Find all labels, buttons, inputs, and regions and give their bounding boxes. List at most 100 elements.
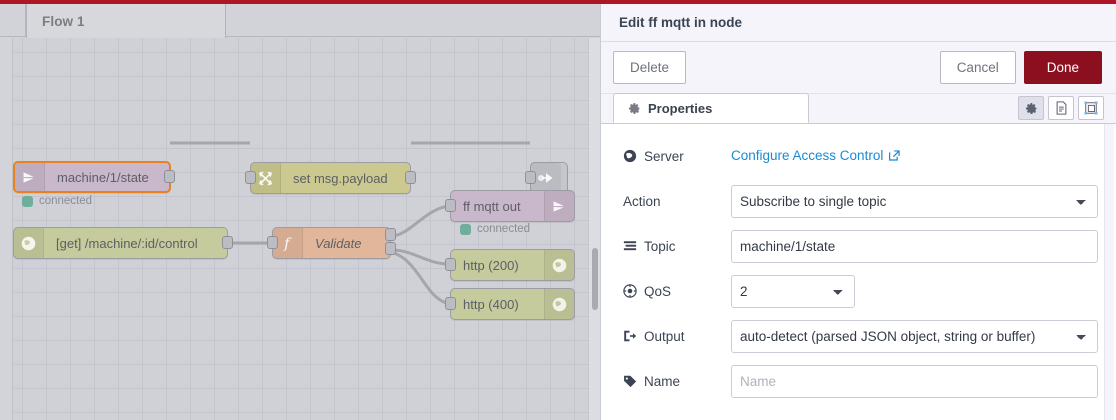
node-label: ff mqtt out [463, 198, 521, 214]
flow-canvas[interactable]: machine/1/state connected [0, 38, 600, 420]
node-label: Validate [315, 235, 362, 251]
svg-text:f: f [283, 236, 292, 252]
node-input-port[interactable] [445, 258, 456, 271]
panel-tab-strip: Properties [601, 93, 1116, 124]
mqtt-icon [15, 163, 45, 191]
globe-icon [544, 289, 574, 319]
topic-label-group: Topic [623, 239, 731, 254]
node-output-port[interactable] [222, 236, 233, 249]
tag-icon [623, 374, 637, 388]
form-row-action: Action Subscribe to single topic [623, 183, 1098, 219]
appearance-icon-button[interactable] [1078, 96, 1104, 120]
node-label: machine/1/state [57, 169, 149, 185]
name-input[interactable] [731, 364, 1098, 398]
form-row-server: Server Configure Access Control [623, 138, 1098, 174]
action-label-group: Action [623, 194, 731, 209]
function-icon: f [273, 228, 303, 258]
link-out-icon [531, 163, 561, 193]
panel-scrollbar[interactable] [1104, 124, 1114, 420]
properties-form: Server Configure Access Control [601, 124, 1116, 420]
node-function[interactable]: f Validate [267, 227, 396, 259]
node-link-out[interactable] [525, 162, 568, 194]
output-label: Output [644, 328, 685, 344]
node-http-response-400[interactable]: http (400) [445, 288, 575, 320]
output-select[interactable]: auto-detect (parsed JSON object, string … [731, 319, 1098, 353]
node-input-port[interactable] [267, 236, 278, 249]
flow-tab-label: Flow 1 [42, 13, 85, 29]
node-output-port[interactable] [405, 171, 416, 184]
workspace-scrollbar-thumb[interactable] [592, 248, 598, 310]
form-row-qos: QoS 2 [623, 273, 1098, 309]
node-input-port[interactable] [245, 171, 256, 184]
mqtt-icon [544, 191, 574, 221]
node-label: http (400) [463, 296, 519, 312]
topic-input[interactable] [731, 229, 1098, 263]
node-label: set msg.payload [293, 170, 388, 186]
flow-tab-flow-1[interactable]: Flow 1 [26, 4, 226, 38]
output-control: auto-detect (parsed JSON object, string … [731, 319, 1098, 353]
globe-icon [623, 149, 637, 163]
qos-icon [623, 284, 637, 298]
node-output-port-2[interactable] [385, 242, 396, 255]
output-label-group: Output [623, 329, 731, 344]
node-input-port[interactable] [525, 171, 536, 184]
node-label: http (200) [463, 257, 519, 273]
configure-access-control-link[interactable]: Configure Access Control [731, 148, 901, 163]
done-button[interactable]: Done [1023, 51, 1102, 84]
flow-tab-bar: Flow 1 [0, 4, 600, 38]
name-label-group: Name [623, 374, 731, 389]
node-output-port-1[interactable] [385, 228, 396, 241]
panel-tool-buttons [1018, 96, 1104, 120]
description-icon [1055, 101, 1068, 115]
node-edit-panel: Edit ff mqtt in node Delete Cancel Done … [600, 4, 1116, 420]
link-label: Configure Access Control [731, 148, 884, 163]
node-label: [get] /machine/:id/control [56, 235, 198, 251]
action-select[interactable]: Subscribe to single topic [731, 184, 1098, 218]
tab-properties[interactable]: Properties [613, 93, 809, 123]
globe-icon [14, 228, 44, 258]
action-control: Subscribe to single topic [731, 184, 1098, 218]
globe-icon [544, 250, 574, 280]
top-accent-bar [0, 0, 1116, 4]
status-dot [460, 223, 471, 235]
topic-icon [623, 240, 637, 253]
status-text: connected [477, 223, 531, 235]
flow-workspace: Flow 1 machine/1/state [0, 4, 600, 420]
qos-label: QoS [644, 283, 672, 299]
form-row-name: Name [623, 363, 1098, 399]
workspace-scrollbar[interactable] [588, 38, 600, 420]
status-dot [22, 195, 33, 207]
description-icon-button[interactable] [1048, 96, 1074, 120]
panel-action-bar: Delete Cancel Done [601, 42, 1116, 94]
action-label: Action [623, 193, 661, 209]
node-input-port[interactable] [445, 199, 456, 212]
node-status-mqtt-in: connected [22, 195, 92, 207]
gear-icon-button[interactable] [1018, 96, 1044, 120]
name-label: Name [644, 373, 681, 389]
node-change[interactable]: set msg.payload [245, 162, 416, 194]
change-icon [251, 163, 281, 193]
tab-label: Properties [648, 100, 713, 116]
tab-bar-gutter [0, 4, 26, 37]
qos-control: 2 [731, 274, 1098, 308]
gear-icon [628, 102, 641, 115]
node-mqtt-out[interactable]: ff mqtt out [445, 190, 575, 222]
node-http-response-200[interactable]: http (200) [445, 249, 575, 281]
canvas-gutter [0, 38, 13, 420]
node-input-port[interactable] [445, 297, 456, 310]
external-link-icon [888, 149, 901, 162]
server-label: Server [644, 148, 684, 164]
cancel-button[interactable]: Cancel [939, 51, 1016, 84]
form-row-output: Output auto-detect (parsed JSON object, … [623, 318, 1098, 354]
qos-label-group: QoS [623, 284, 731, 299]
form-row-topic: Topic [623, 228, 1098, 264]
node-http-in[interactable]: [get] /machine/:id/control [13, 227, 233, 259]
name-control [731, 364, 1098, 398]
node-mqtt-in[interactable]: machine/1/state [13, 161, 175, 193]
topic-label: Topic [644, 238, 676, 254]
delete-button[interactable]: Delete [613, 51, 687, 84]
server-control: Configure Access Control [731, 147, 1098, 165]
qos-select[interactable]: 2 [731, 274, 855, 308]
node-output-port[interactable] [164, 170, 175, 183]
